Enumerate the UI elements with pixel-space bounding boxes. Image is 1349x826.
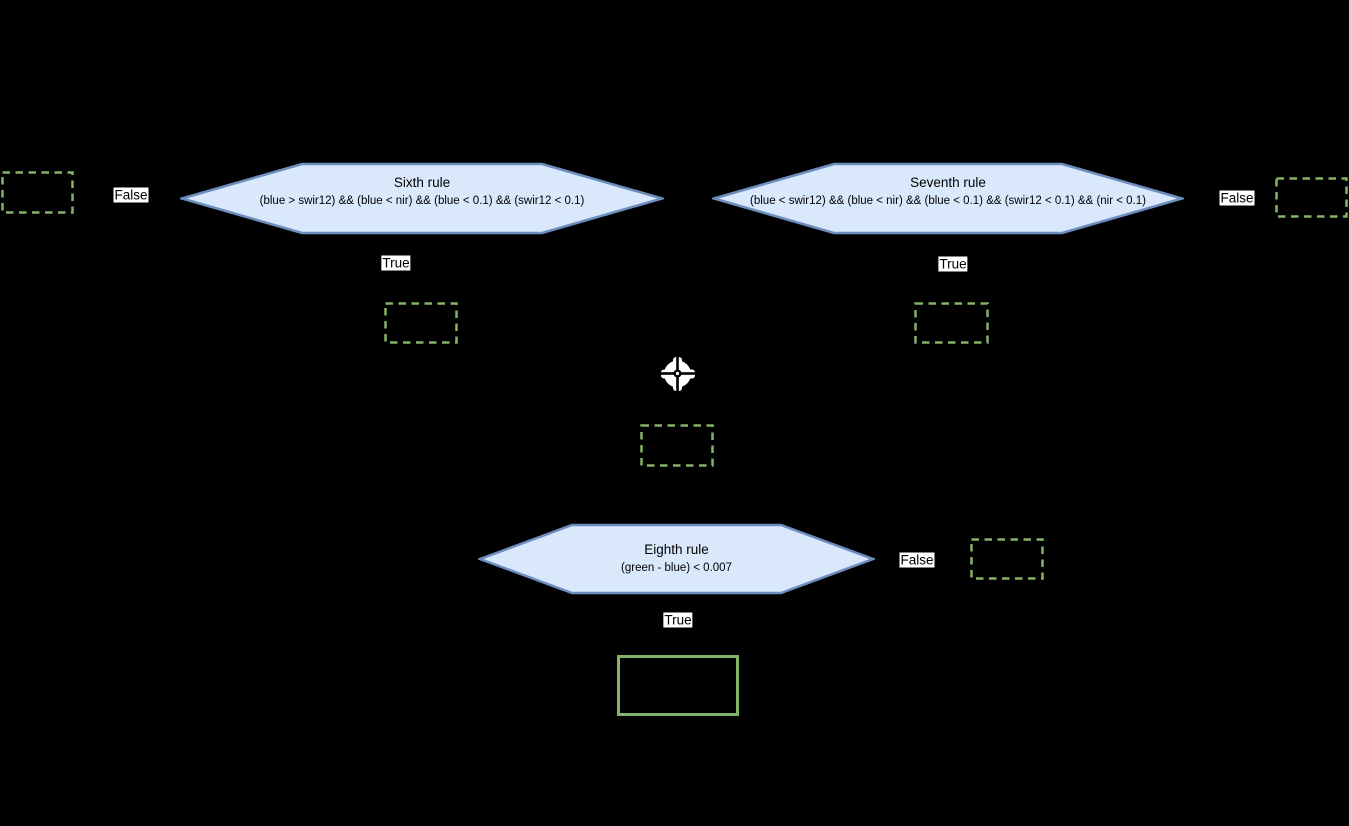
crosshair-cursor-icon: [661, 357, 695, 391]
hexagon-shape: [712, 162, 1184, 235]
placeholder-box-false-eighth[interactable]: [970, 538, 1044, 580]
placeholder-box-false-seventh[interactable]: [1275, 177, 1348, 218]
edge-label-true-sixth[interactable]: True: [381, 255, 411, 271]
placeholder-box-false-sixth[interactable]: [1, 171, 74, 214]
decision-node-sixth-rule[interactable]: Sixth rule (blue > swir12) && (blue < ni…: [180, 162, 664, 235]
placeholder-box-true-seventh[interactable]: [914, 302, 989, 344]
edge-label-false-eighth[interactable]: False: [899, 552, 935, 568]
edge-label-false-sixth[interactable]: False: [113, 187, 149, 203]
decision-node-eighth-rule[interactable]: Eighth rule (green - blue) < 0.007: [478, 523, 875, 595]
result-box-true-eighth[interactable]: [617, 655, 739, 716]
hexagon-shape: [478, 523, 875, 595]
edge-label-true-seventh[interactable]: True: [938, 256, 968, 272]
hexagon-shape: [180, 162, 664, 235]
placeholder-box-true-sixth[interactable]: [384, 302, 458, 344]
edge-label-false-seventh[interactable]: False: [1219, 190, 1255, 206]
placeholder-box-merge[interactable]: [640, 424, 714, 467]
edge-label-true-eighth[interactable]: True: [663, 612, 693, 628]
decision-node-seventh-rule[interactable]: Seventh rule (blue < swir12) && (blue < …: [712, 162, 1184, 235]
